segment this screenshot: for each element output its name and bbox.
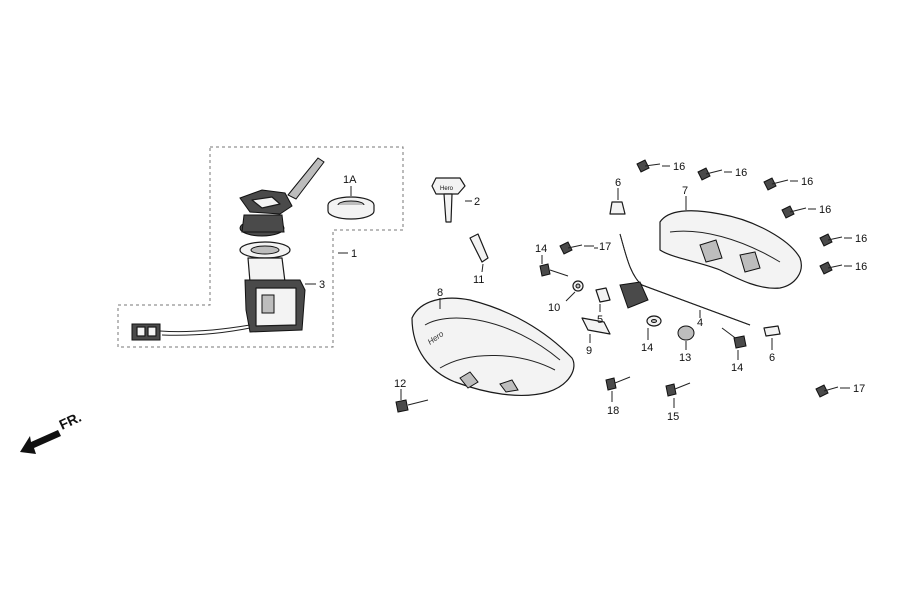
callout-1: 1: [351, 248, 357, 260]
direction-label: FR.: [57, 409, 84, 433]
screw-17-e: [819, 233, 852, 247]
part-13-grommet: [677, 325, 695, 350]
screw-17-c: [763, 177, 798, 191]
callout-4: 4: [697, 317, 703, 329]
callout-9: 9: [586, 345, 592, 357]
callout-13: 13: [679, 352, 691, 364]
front-direction-arrow: FR.: [20, 409, 84, 454]
callout-17-c: 16: [801, 176, 813, 188]
callout-6-top: 6: [615, 177, 621, 189]
screw-19: [605, 376, 631, 402]
callout-17-b: 16: [735, 167, 747, 179]
callout-17-e: 16: [855, 233, 867, 245]
callout-16: 15: [667, 411, 679, 423]
screw-17-d: [781, 205, 816, 219]
assembly-outline-1: [117, 146, 404, 348]
callout-17-d: 16: [819, 204, 831, 216]
screw-15-b: [721, 327, 747, 360]
callout-17-a: 16: [673, 161, 685, 173]
callout-19: 18: [607, 405, 619, 417]
callout-10: 10: [548, 302, 560, 314]
callout-15-a: 14: [535, 243, 547, 255]
callout-6-right: 6: [769, 352, 775, 364]
part-8-front-handle-cover: Hero: [411, 297, 575, 397]
part-14-washer: [646, 315, 662, 340]
screw-17-b: [697, 167, 732, 181]
part-2-key: Hero: [431, 177, 472, 223]
callout-14: 14: [641, 342, 653, 354]
screw-12: [395, 389, 429, 413]
callout-17-f: 16: [855, 261, 867, 273]
part-6-clip-top: [609, 188, 626, 215]
part-11-plug: [469, 233, 489, 273]
screw-16: [665, 382, 691, 408]
part-4-throttle-cable: [619, 233, 751, 326]
ignition-switch-assembly: [131, 157, 325, 341]
callout-15-b: 14: [731, 362, 743, 374]
callout-12: 12: [394, 378, 406, 390]
callout-5: 5: [597, 314, 603, 326]
screw-17-f: [819, 261, 852, 275]
callout-18-a: 17: [599, 241, 611, 253]
callout-11: 11: [473, 274, 484, 286]
screw-18-b: [815, 384, 850, 398]
key-brand-text: Hero: [440, 186, 454, 192]
screw-18-a: [559, 241, 594, 255]
part-1a-cover-ring: [327, 186, 375, 220]
callout-3: 3: [319, 279, 325, 291]
callout-2: 2: [474, 196, 480, 208]
callout-7: 7: [682, 185, 688, 197]
callout-18-b: 17: [853, 383, 865, 395]
callout-1a: 1A: [343, 174, 357, 186]
screw-15-a: [539, 255, 569, 277]
screws: [395, 159, 852, 413]
screw-17-a: [636, 159, 670, 173]
switch-bracket-cluster: [565, 280, 649, 343]
callout-8: 8: [437, 287, 443, 299]
part-7-rear-handle-cover: [659, 196, 802, 289]
part-6-clip-right: [763, 325, 781, 350]
